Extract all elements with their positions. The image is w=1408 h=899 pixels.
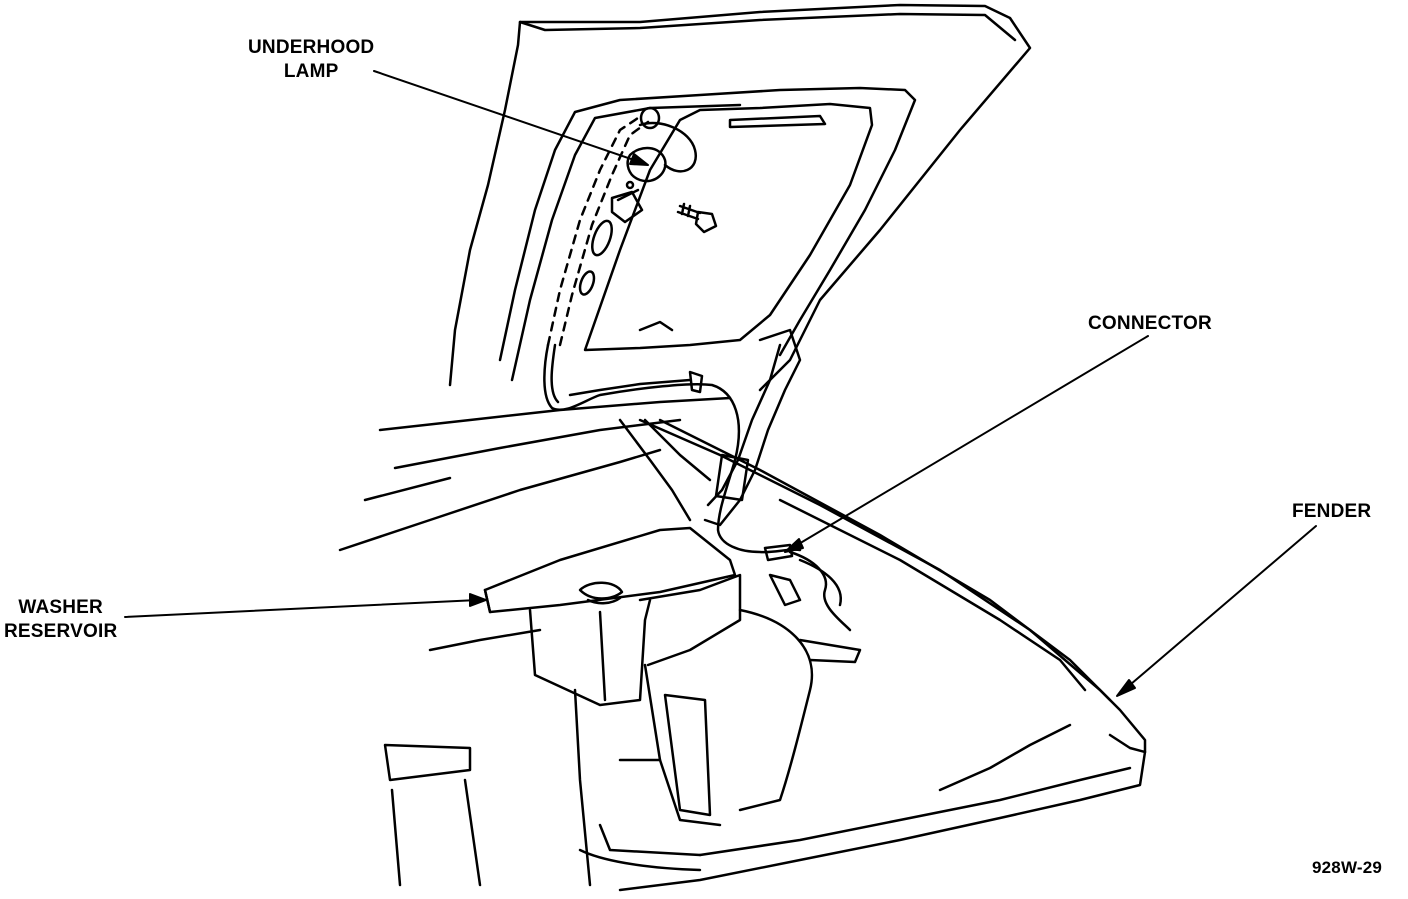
label-washer-reservoir-line1: WASHER — [18, 597, 103, 618]
figure-id: 928W-29 — [1312, 856, 1382, 880]
label-underhood-lamp: UNDERHOOD LAMP — [248, 36, 374, 84]
label-fender: FENDER — [1292, 500, 1371, 524]
washer-reservoir-shape — [483, 526, 742, 707]
label-fender-text: FENDER — [1292, 501, 1372, 522]
cowl-lines — [338, 396, 732, 552]
underhood-lamp-assembly — [610, 121, 718, 234]
hood-panel — [448, 3, 1032, 392]
arrow-fender — [1116, 679, 1136, 697]
leader-lines[interactable] — [124, 70, 1317, 697]
arrow-underhood-lamp — [629, 153, 649, 166]
leader-underhood-lamp[interactable] — [373, 70, 641, 163]
leader-connector[interactable] — [791, 335, 1149, 549]
label-underhood-lamp-line2: LAMP — [283, 61, 339, 82]
figure-id-text: 928W-29 — [1312, 858, 1383, 877]
label-connector-text: CONNECTOR — [1088, 313, 1212, 334]
arrow-washer-reservoir — [469, 593, 487, 607]
label-connector: CONNECTOR — [1088, 312, 1212, 336]
label-washer-reservoir: WASHER RESERVOIR — [4, 596, 117, 644]
leader-washer-reservoir[interactable] — [124, 599, 479, 618]
strut-tower — [383, 608, 862, 887]
label-underhood-lamp-line1: UNDERHOOD — [248, 37, 375, 58]
label-washer-reservoir-line2: RESERVOIR — [4, 621, 118, 642]
arrow-connector — [784, 538, 804, 553]
fender-shape — [578, 418, 1147, 892]
leader-fender[interactable] — [1123, 525, 1317, 691]
